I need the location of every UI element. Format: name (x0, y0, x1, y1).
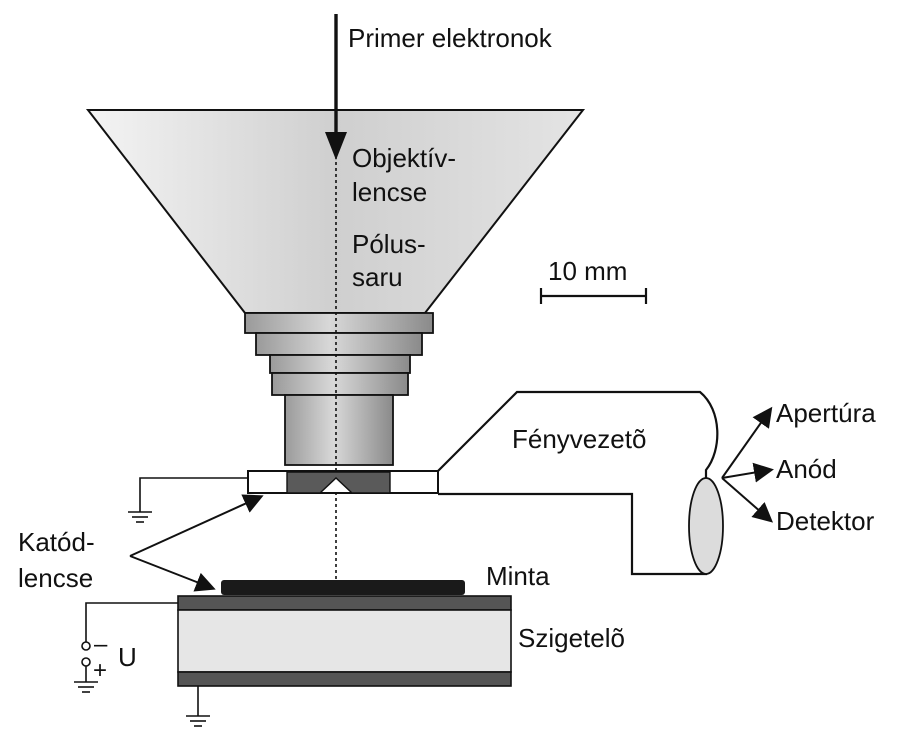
cathode-lens-arrow-upper (129, 494, 264, 557)
label-sample: Minta (486, 561, 550, 591)
lens-barrel-step-1 (244, 312, 434, 334)
label-anode: Anód (776, 454, 837, 484)
label-minus-sign: – (94, 631, 108, 658)
label-primary-electrons: Primer elektronok (348, 23, 553, 53)
lens-barrel-step-3 (269, 354, 411, 374)
pole-piece-tip (284, 394, 394, 466)
insulator-block (177, 609, 512, 673)
label-cathode-lens-line1: Katód- (18, 527, 95, 557)
arrow-to-detector (721, 477, 774, 523)
label-cathode-lens-line2: lencse (18, 563, 93, 593)
light-guide (437, 390, 719, 576)
cathode-lens-arrow-lower (129, 555, 216, 592)
label-pole-piece-line2: saru (352, 262, 403, 292)
electrode-ground-wire (139, 477, 248, 512)
lens-barrel-step-2 (255, 332, 423, 356)
label-objective-lens-line1: Objektív- (352, 143, 456, 173)
label-scale-bar: 10 mm (548, 256, 627, 286)
arrow-to-aperture (721, 406, 773, 479)
bottom-plate (177, 671, 512, 687)
label-insulator: Szigetelõ (518, 623, 625, 653)
label-pole-piece-line1: Pólus- (352, 229, 426, 259)
label-light-guide: Fényvezetõ (512, 424, 646, 454)
sample (221, 580, 465, 595)
electrode-insert (286, 471, 391, 494)
label-detector: Detektor (776, 506, 875, 536)
terminal-plus (81, 657, 91, 667)
label-aperture: Apertúra (776, 398, 876, 428)
label-objective-lens-line2: lencse (352, 177, 427, 207)
voltage-wire (85, 602, 178, 642)
lens-barrel-step-4 (271, 372, 409, 396)
label-voltage: U (118, 642, 137, 672)
label-plus-sign: + (93, 657, 107, 684)
light-guide-lens (688, 477, 724, 575)
arrow-to-anode (721, 462, 774, 483)
primary-electron-arrowhead (325, 132, 347, 160)
top-plate (177, 595, 512, 611)
terminal-minus (81, 641, 91, 651)
